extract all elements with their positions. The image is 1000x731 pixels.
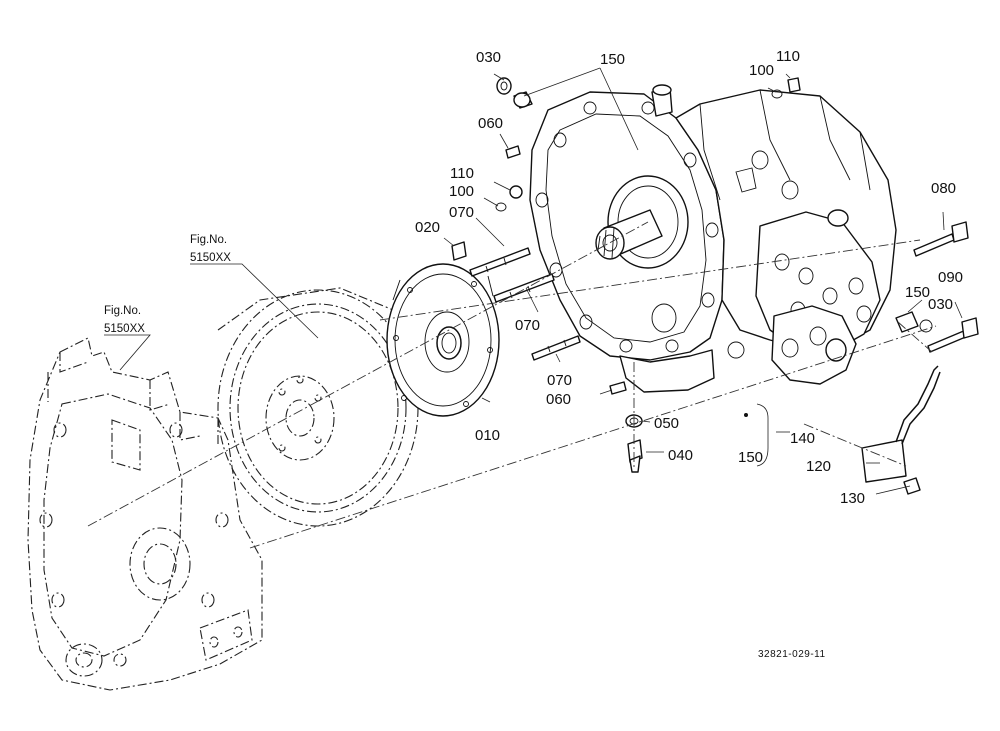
callout-100: 100 <box>449 183 474 200</box>
callout-150: 150 <box>905 284 930 301</box>
callout-110: 110 <box>776 48 800 65</box>
leader-dot <box>744 413 748 417</box>
flywheel-ghost <box>217 287 419 527</box>
callout-labels: 030 150 110 100 060 110 100 080 020 070 … <box>415 48 963 507</box>
drawing-number: 32821-029-11 <box>758 649 826 660</box>
callout-120: 120 <box>806 458 831 475</box>
callout-080: 080 <box>931 180 956 197</box>
callout-130: 130 <box>840 490 865 507</box>
callout-030: 030 <box>476 49 501 66</box>
callout-070: 070 <box>449 204 474 221</box>
callout-150: 150 <box>738 449 763 466</box>
damper-disc-010 <box>386 263 500 417</box>
figure-reference-lower: Fig.No. 5150XX <box>104 305 151 371</box>
callout-060: 060 <box>546 391 571 408</box>
assembly-centerlines <box>87 221 937 549</box>
callout-040: 040 <box>668 447 693 464</box>
callout-060: 060 <box>478 115 503 132</box>
callout-070: 070 <box>515 317 540 334</box>
transmission-housing <box>529 84 897 393</box>
callout-010: 010 <box>475 427 500 444</box>
figure-ref-upper-line1: Fig.No. <box>190 234 227 246</box>
callout-050: 050 <box>654 415 679 432</box>
figure-ref-lower-line1: Fig.No. <box>104 305 141 317</box>
callout-140: 140 <box>790 430 815 447</box>
engine-flywheel-housing-ghost <box>27 337 263 691</box>
leader-lines <box>443 67 963 495</box>
callout-110: 110 <box>450 165 474 182</box>
figure-ref-lower-line2: 5150XX <box>104 323 145 335</box>
callout-070: 070 <box>547 372 572 389</box>
callout-030: 030 <box>928 296 953 313</box>
figure-reference-upper: Fig.No. 5150XX <box>190 234 319 339</box>
callout-100: 100 <box>749 62 774 79</box>
callout-150: 150 <box>600 51 625 68</box>
callout-090: 090 <box>938 269 963 286</box>
figure-ref-upper-line2: 5150XX <box>190 252 231 264</box>
small-parts <box>451 77 979 495</box>
callout-020: 020 <box>415 219 440 236</box>
